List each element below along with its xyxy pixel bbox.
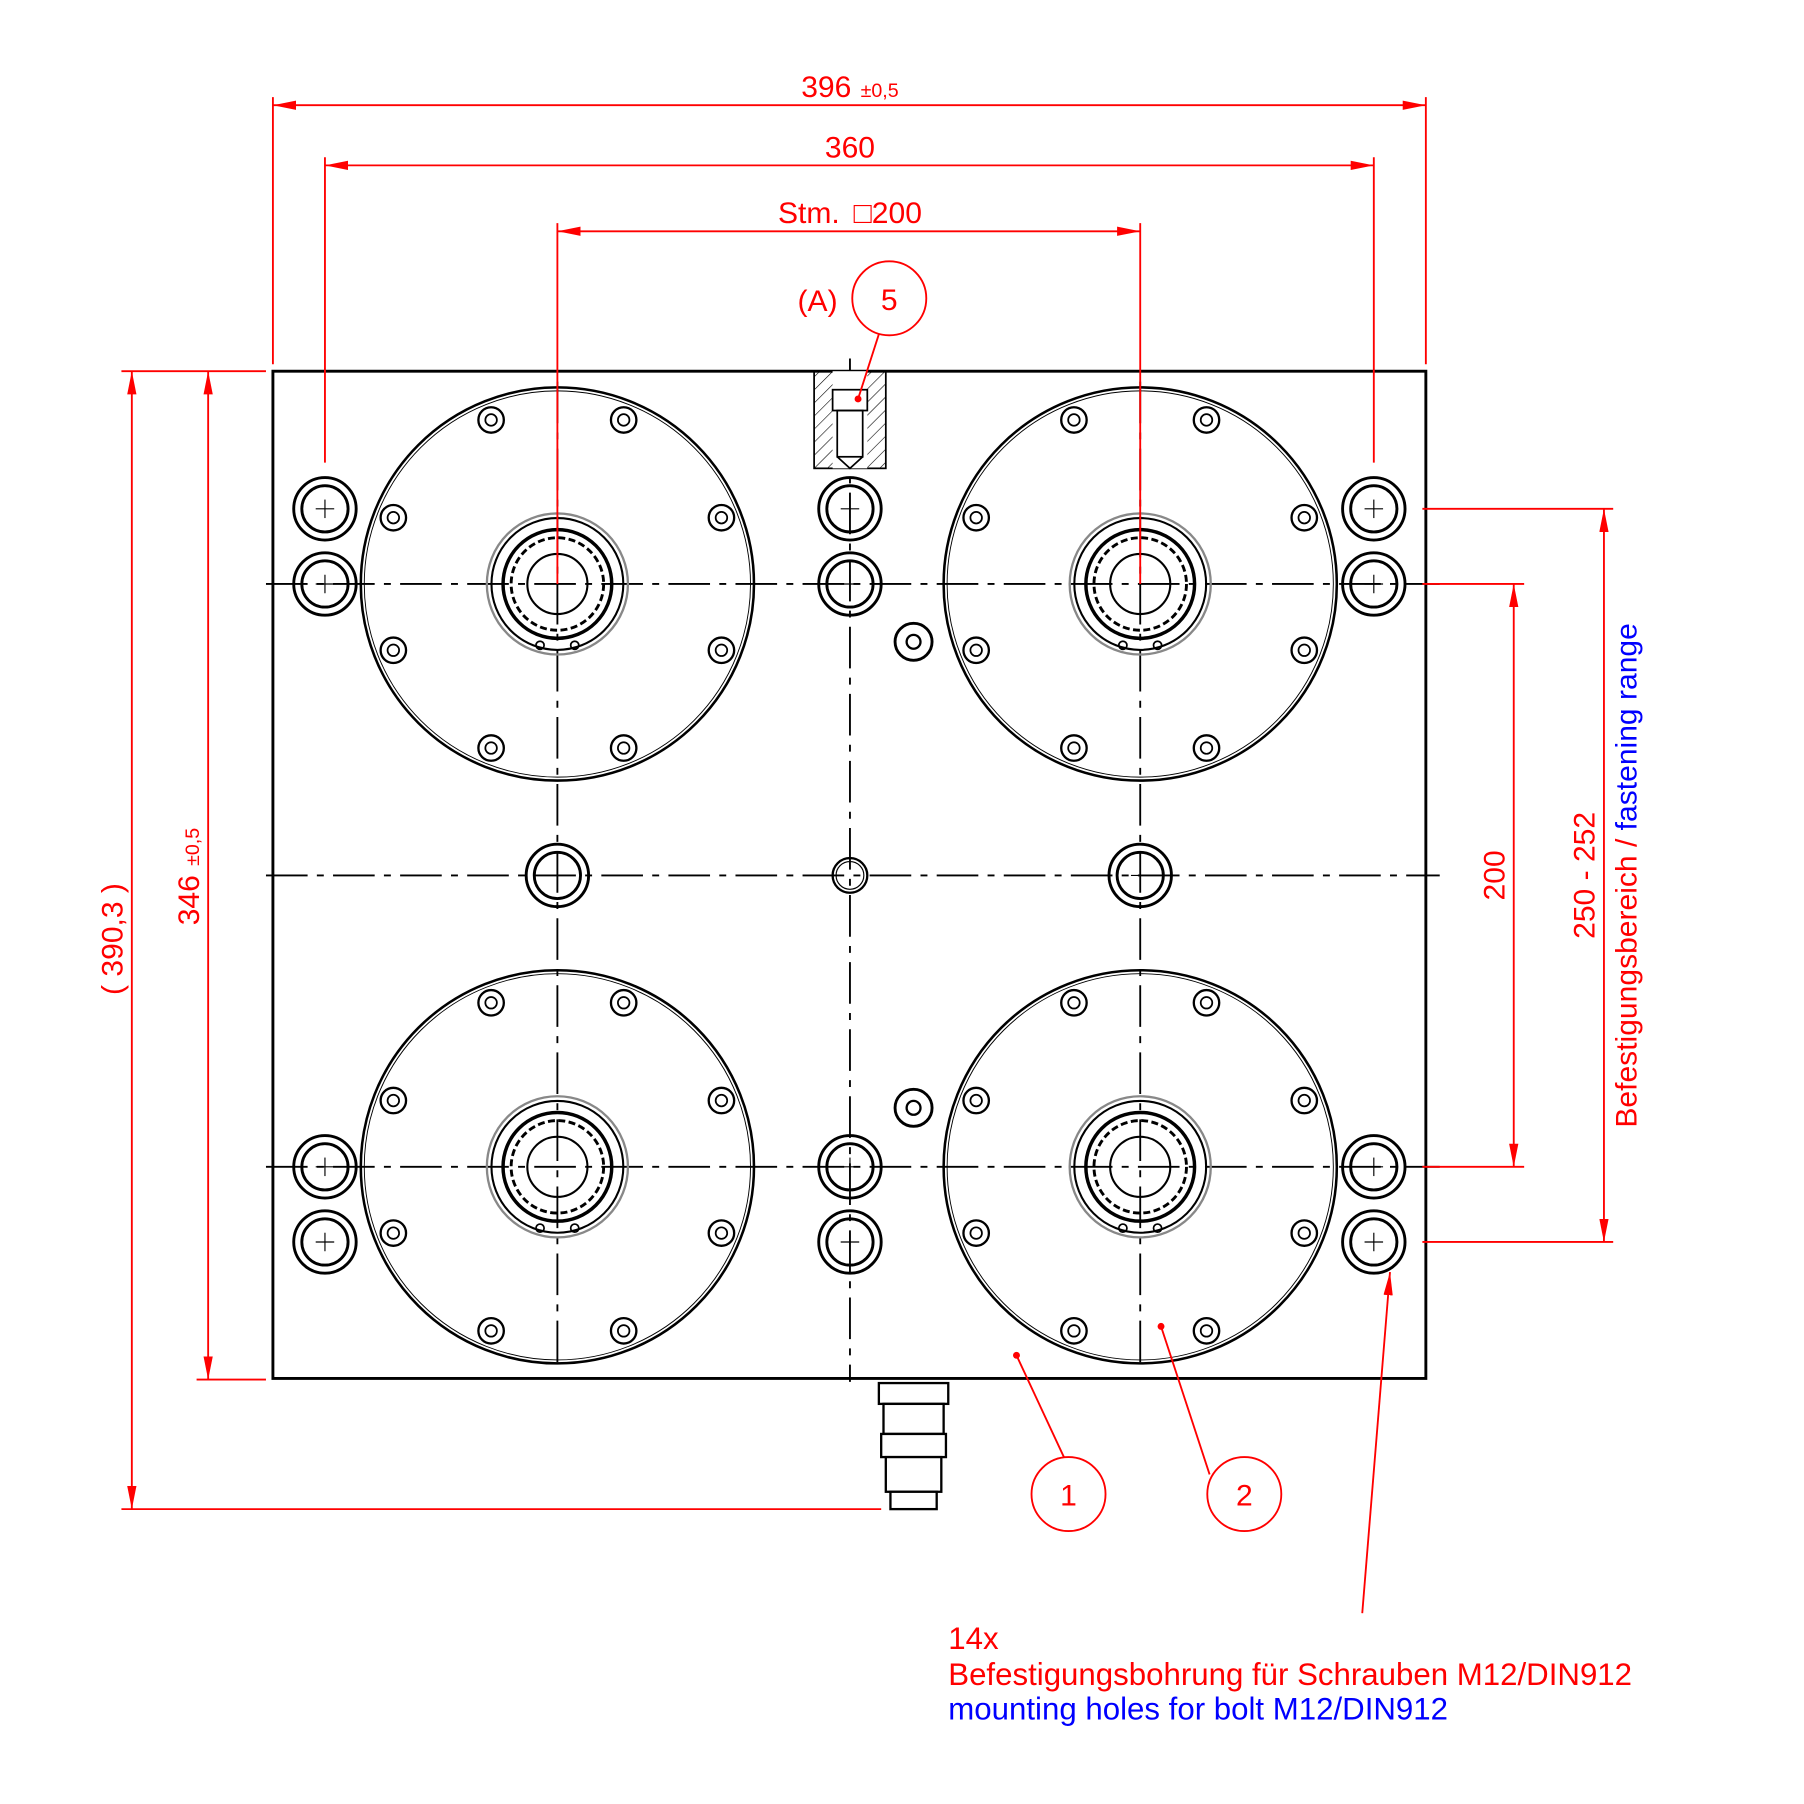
dim-chuck-spacing-vertical: 200 [1478, 850, 1511, 900]
svg-text:5: 5 [881, 284, 898, 317]
bolt-icon [1192, 406, 1221, 434]
bolt-icon [707, 1086, 736, 1115]
bolt-icon [1060, 988, 1088, 1017]
mounting-hole [292, 476, 358, 542]
bolt-icon [1290, 1086, 1319, 1115]
bolt-icon [1290, 503, 1319, 532]
mounting-hole [817, 551, 883, 617]
mounting-holes [292, 476, 1407, 1275]
dim-chuck-spacing: Stm.□200 [778, 197, 922, 230]
bolt-icon [962, 636, 991, 665]
bolt-icon [477, 406, 505, 434]
mounting-hole [1341, 551, 1407, 617]
bolt-icon [477, 734, 505, 762]
bolt-icon [379, 1086, 408, 1115]
dim-overall-height: 346±0,5 [173, 828, 206, 926]
mounting-hole [292, 1134, 358, 1200]
svg-text:Befestigungsbohrung für Schrau: Befestigungsbohrung für Schrauben M12/DI… [948, 1657, 1632, 1692]
bolt-icon [962, 1219, 991, 1247]
bolt-icon [1192, 734, 1221, 762]
bolt-icon [707, 1219, 736, 1247]
bolt-icon [1060, 406, 1088, 434]
bolt-icon [477, 1316, 505, 1345]
center-lines [265, 358, 1440, 1382]
balloon-2: 2 [1157, 1322, 1283, 1533]
bottom-connector [877, 1381, 950, 1511]
bolt-icon [379, 503, 408, 532]
mounting-hole [817, 1134, 883, 1200]
fastening-range-label: Befestigungsbereich / fastening range [1610, 623, 1643, 1127]
balloon-5: 5 [851, 260, 928, 403]
mounting-hole [1341, 1209, 1407, 1275]
bolt-icon [1192, 988, 1221, 1017]
mounting-hole-note: 14x Befestigungsbohrung für Schrauben M1… [948, 1621, 1632, 1727]
dim-hole-spacing: 360 [825, 131, 875, 164]
svg-text:2: 2 [1236, 1480, 1253, 1513]
dimension-lines [121, 97, 1614, 1511]
dim-reference-height: ( 390,3 ) [97, 883, 130, 995]
port-label: (A) [798, 285, 838, 318]
svg-text:14x: 14x [948, 1621, 999, 1656]
center-locator [831, 856, 869, 894]
bolt-icon [1290, 1219, 1319, 1247]
bolt-icon [1060, 734, 1088, 762]
bolt-icon [707, 636, 736, 665]
mounting-hole [817, 476, 883, 542]
bolt-icon [1290, 636, 1319, 665]
bolt-icon [962, 503, 991, 532]
indexing-pin [893, 621, 934, 1128]
bolt-icon [707, 503, 736, 532]
dim-fastening-range: 250 - 252 [1569, 812, 1602, 939]
bolt-icon [609, 406, 638, 434]
mounting-hole [1107, 842, 1173, 909]
mounting-hole [817, 1209, 883, 1275]
bolt-icon [609, 734, 638, 762]
bolt-icon [1192, 1316, 1221, 1345]
bolt-icon [1060, 1316, 1088, 1345]
bolt-icon [379, 636, 408, 665]
note-leader [1361, 1271, 1393, 1614]
bolt-icon [609, 988, 638, 1017]
svg-text:1: 1 [1060, 1480, 1077, 1513]
chuck [359, 968, 756, 1365]
mounting-hole [1341, 1134, 1407, 1200]
chuck [942, 968, 1339, 1365]
bolt-icon [379, 1219, 408, 1247]
mounting-hole [292, 1209, 358, 1275]
mounting-hole [1341, 476, 1407, 542]
bolt-icon [609, 1316, 638, 1345]
dim-overall-width: 396±0,5 [801, 71, 899, 104]
balloon-1: 1 [1013, 1351, 1107, 1533]
mounting-hole [524, 842, 591, 909]
mounting-hole [292, 551, 358, 617]
bolt-icon [477, 988, 505, 1017]
bolt-icon [962, 1086, 991, 1115]
air-port-fitting [813, 370, 887, 470]
svg-text:mounting holes for bolt M12/DI: mounting holes for bolt M12/DIN912 [948, 1692, 1448, 1727]
